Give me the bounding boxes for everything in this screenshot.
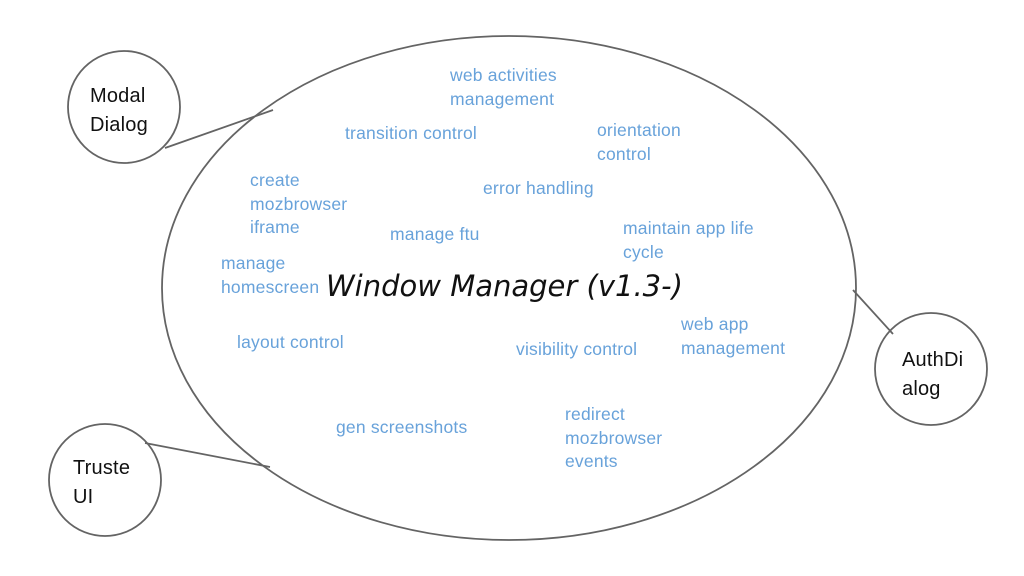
auth-dialog-connector-line xyxy=(852,289,894,335)
feature-orientation-control: orientation control xyxy=(597,120,681,164)
diagram-title: Window Manager (v1.3-) xyxy=(326,269,683,303)
feature-manage-ftu: manage ftu xyxy=(390,224,480,244)
feature-web-activities-management: web activities management xyxy=(450,65,557,109)
feature-manage-homescreen: manage homescreen xyxy=(221,253,320,297)
feature-redirect-mozbrowser-events: redirect mozbrowser events xyxy=(565,404,663,471)
trusted-ui-connector-line xyxy=(144,442,271,468)
modal-dialog-bubble xyxy=(67,50,181,164)
feature-transition-control: transition control xyxy=(345,123,477,143)
auth-dialog-label: AuthDi alog xyxy=(902,349,964,400)
feature-web-app-management: web app management xyxy=(681,314,786,358)
modal-dialog-label: Modal Dialog xyxy=(90,85,148,136)
window-manager-boundary-ellipse xyxy=(161,35,857,541)
feature-gen-screenshots: gen screenshots xyxy=(336,417,468,437)
feature-maintain-app-life-cycle: maintain app life cycle xyxy=(623,218,754,262)
trusted-ui-label: Truste UI xyxy=(73,457,131,508)
feature-create-mozbrowser-iframe: create mozbrowser iframe xyxy=(250,170,348,237)
modal-dialog-connector-line xyxy=(164,109,274,149)
feature-error-handling: error handling xyxy=(483,178,594,198)
feature-layout-control: layout control xyxy=(237,332,344,352)
feature-visibility-control: visibility control xyxy=(516,339,638,359)
auth-dialog-bubble xyxy=(874,312,988,426)
trusted-ui-bubble xyxy=(48,423,162,537)
